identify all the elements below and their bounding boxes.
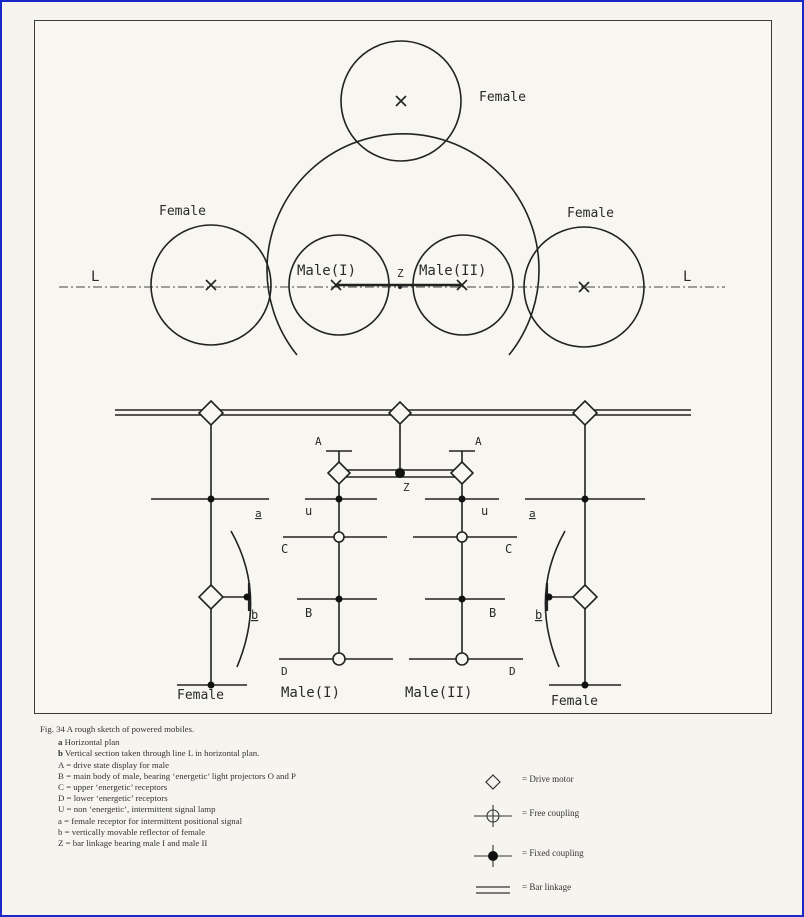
caption-sub-a-key: a xyxy=(58,737,63,748)
bar-linkage-icon xyxy=(476,886,510,894)
caption-sub-b-text: Vertical section taken through line L in… xyxy=(62,748,260,759)
caption-title: Fig. 34 A rough sketch of powered mobile… xyxy=(40,724,195,734)
fixed-coupling-icon xyxy=(207,495,215,503)
central-arena-arc xyxy=(266,133,540,356)
drive-motor-icon xyxy=(449,460,475,486)
fixed-coupling-icon xyxy=(474,845,512,867)
caption-item: B = main body of male, bearing ‘energeti… xyxy=(58,770,296,781)
label-l-left: L xyxy=(91,269,99,285)
female-right-circle xyxy=(523,226,645,348)
free-coupling-icon xyxy=(332,652,346,666)
label-d-left: D xyxy=(281,665,288,678)
label-z-section: Z xyxy=(403,481,410,494)
label-male-one-section: Male(I) xyxy=(281,685,340,701)
legend-bar-linkage-label: = Bar linkage xyxy=(522,882,572,892)
drive-motor-icon xyxy=(197,583,225,611)
caption-item: C = upper ‘energetic’ receptors xyxy=(58,782,168,793)
label-a-right: A xyxy=(475,435,482,448)
caption-item: Z = bar linkage bearing male I and male … xyxy=(58,838,208,849)
label-c-left: C xyxy=(281,542,288,556)
legend-fixed-coupling: = Fixed coupling xyxy=(470,844,700,868)
mark-male-two xyxy=(456,279,468,291)
vertical-section: A A Z a u u a C C b b B B D D Female Mal… xyxy=(115,399,691,709)
female-top-circle xyxy=(340,40,462,162)
legend-free-coupling: = Free coupling xyxy=(470,804,700,828)
caption-item: U = non ‘energetic’, intermittent signal… xyxy=(58,804,216,815)
caption-sub-a-text: Horizontal plan xyxy=(62,737,120,748)
label-female-right: Female xyxy=(567,206,614,221)
drive-motor-icon xyxy=(571,399,599,427)
label-female-right-section: Female xyxy=(551,694,598,709)
caption-item: b = vertically movable reflector of fema… xyxy=(58,826,206,837)
female-left-circle xyxy=(150,224,272,346)
drive-motor-icon xyxy=(326,460,352,486)
label-b-right: b xyxy=(535,608,542,622)
fixed-coupling-icon xyxy=(243,593,251,601)
caption-item: D = lower ‘energetic’ receptors xyxy=(58,793,168,804)
fixed-coupling-icon xyxy=(458,495,466,503)
drive-motor-icon xyxy=(485,774,501,790)
caption-item: a = female receptor for intermittent pos… xyxy=(58,815,243,826)
label-big-b-left: B xyxy=(305,606,312,620)
label-female-left: Female xyxy=(159,204,206,219)
caption-sub-b-key: b xyxy=(58,748,63,759)
drive-motor-icon xyxy=(571,583,599,611)
label-u-right: u xyxy=(481,504,488,518)
label-c-right: C xyxy=(505,542,512,556)
caption-item: A = drive state display for male xyxy=(58,759,169,770)
label-b-left: b xyxy=(251,608,258,622)
label-sig-a-left: a xyxy=(255,507,262,520)
free-coupling-icon xyxy=(333,531,345,543)
free-coupling-icon xyxy=(456,531,468,543)
fixed-coupling-icon xyxy=(545,593,553,601)
diagram-canvas: Female Female Female Male(I) Z Male(II) … xyxy=(59,40,725,709)
legend-fixed-coupling-label: = Fixed coupling xyxy=(522,848,584,858)
label-l-right: L xyxy=(683,269,691,285)
fixed-coupling-icon xyxy=(581,681,589,689)
mark-female-right xyxy=(578,281,590,293)
free-coupling-icon xyxy=(474,805,512,827)
legend-bar-linkage: = Bar linkage xyxy=(470,878,700,902)
label-male-two: Male(II) xyxy=(419,263,486,279)
figure-caption: Fig. 34 A rough sketch of powered mobile… xyxy=(40,724,460,849)
top-mark xyxy=(395,95,407,107)
caption-sub-a: a Horizontal plan xyxy=(40,737,460,748)
fixed-coupling-icon xyxy=(207,681,215,689)
mark-female-left xyxy=(205,279,217,291)
label-d-right: D xyxy=(509,665,516,678)
legend-drive-motor-label: = Drive motor xyxy=(522,774,574,784)
drive-motor-icon xyxy=(387,400,413,426)
fixed-coupling-icon xyxy=(581,495,589,503)
label-a-left: A xyxy=(315,435,322,448)
horizontal-plan: Female Female Female Male(I) Z Male(II) … xyxy=(59,40,725,356)
label-male-two-section: Male(II) xyxy=(405,685,472,701)
fixed-coupling-icon xyxy=(335,495,343,503)
label-u-left: u xyxy=(305,504,312,518)
label-sig-a-right: a xyxy=(529,507,536,520)
label-z-plan: Z xyxy=(397,267,404,280)
label-male-one: Male(I) xyxy=(297,263,356,279)
drive-motor-icon xyxy=(197,399,225,427)
figure-box: Female Female Female Male(I) Z Male(II) … xyxy=(34,20,772,714)
fixed-coupling-icon xyxy=(458,595,466,603)
z-point xyxy=(398,285,402,289)
label-female-left-section: Female xyxy=(177,688,224,703)
label-female-top: Female xyxy=(479,90,526,105)
mark-male-one xyxy=(330,279,342,291)
fixed-coupling-icon xyxy=(335,595,343,603)
fixed-coupling-icon xyxy=(395,468,405,478)
caption-sub-b: b Vertical section taken through line L … xyxy=(40,748,460,759)
legend-drive-motor: = Drive motor xyxy=(470,770,700,794)
free-coupling-icon xyxy=(455,652,469,666)
label-big-b-right: B xyxy=(489,606,496,620)
legend-free-coupling-label: = Free coupling xyxy=(522,808,580,818)
